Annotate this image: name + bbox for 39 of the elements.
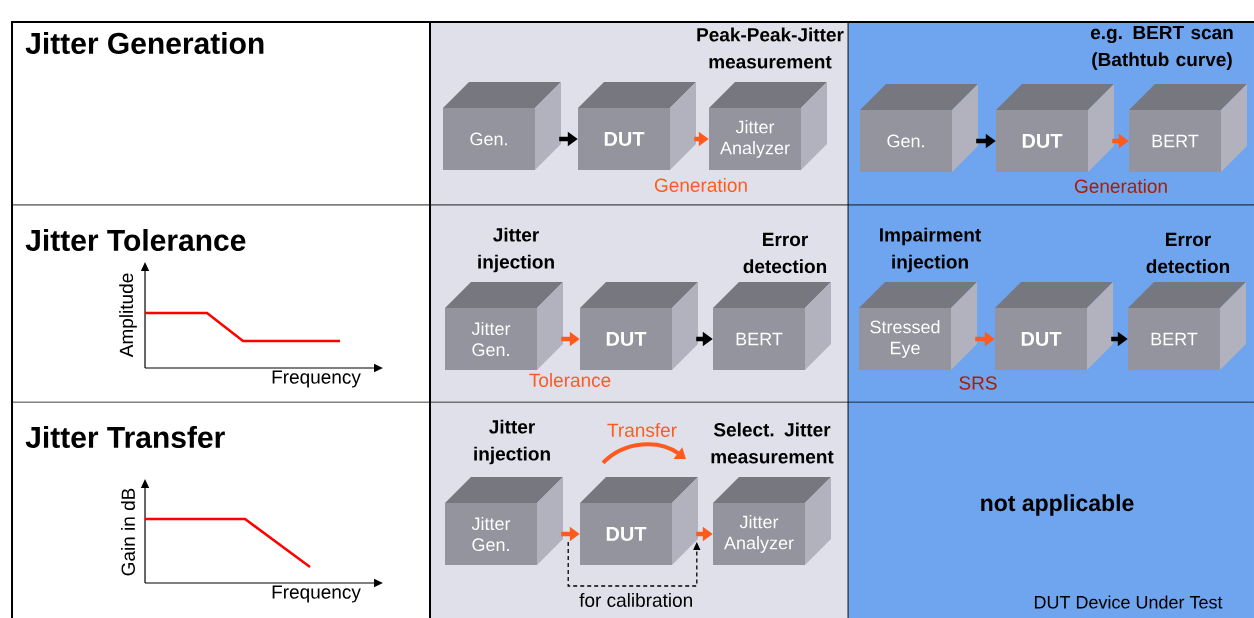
process-label: Generation — [1074, 179, 1167, 193]
annotation: Error detection — [743, 232, 827, 274]
process-label: Tolerance — [529, 373, 611, 387]
cube: DUT — [995, 282, 1113, 370]
axis-label: Amplitude — [119, 273, 137, 358]
process-label: Generation — [654, 178, 747, 192]
row-heading: Jitter Generation — [25, 32, 264, 54]
cube: Jitter Gen. — [445, 477, 563, 565]
cube: DUT — [578, 82, 696, 170]
cube: Jitter Analyzer — [709, 82, 827, 170]
annotation: Error detection — [1146, 232, 1230, 274]
cube: BERT — [1128, 282, 1246, 370]
footnote: DUT Device Under Test — [1034, 595, 1223, 609]
row-heading: Jitter Tolerance — [25, 229, 246, 251]
row-heading: Jitter Transfer — [25, 426, 225, 448]
cube: BERT — [1129, 84, 1247, 172]
cube: Jitter Analyzer — [713, 477, 831, 565]
cube: DUT — [580, 477, 698, 565]
process-label: SRS — [959, 376, 997, 390]
annotation: Jitter injection — [478, 227, 554, 273]
axis-label: Gain in dB — [121, 488, 135, 576]
axis-label: Frequency — [272, 370, 361, 388]
edge-label: for calibration — [578, 592, 695, 608]
cube: Jitter Gen. — [445, 282, 563, 370]
annotation: Peak-Peak-Jitter measurement — [697, 27, 844, 69]
cube: Gen. — [443, 82, 561, 170]
cube: DUT — [996, 84, 1114, 172]
annotation: Select. Jitter measurement — [711, 422, 834, 464]
cube: BERT — [713, 282, 831, 370]
arrow — [567, 541, 701, 587]
annotation: e.g. BERT scan (Bathtub curve) — [1090, 26, 1233, 70]
process-label: Transfer — [607, 423, 677, 437]
cube: Stressed Eye — [859, 282, 977, 370]
axis-label: Frequency — [272, 585, 361, 603]
note-text: not applicable — [981, 494, 1134, 516]
cube: DUT — [580, 282, 698, 370]
annotation: Jitter injection — [474, 419, 550, 465]
cube: Gen. — [860, 84, 978, 172]
annotation: Impairment injection — [880, 227, 981, 273]
